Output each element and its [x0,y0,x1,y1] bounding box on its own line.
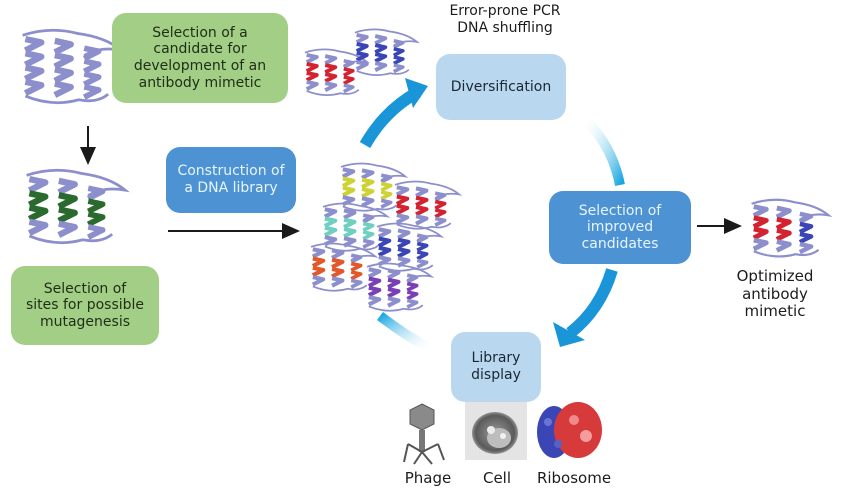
protein-mutagenesis-sites [26,168,130,245]
selection-box: Selection of improved candidates [549,191,691,264]
display-label-phage: Phage [404,469,452,487]
site-selection-box: Selection of sites for possible mutagene… [11,266,159,345]
protein-template [22,28,126,105]
ribosome-icon [537,402,602,458]
cycle-arrow-display-to-library [376,312,433,354]
candidate-selection-box: Selection of a candidate for development… [112,13,288,103]
diversification-text: Diversification [450,78,552,95]
site-selection-text: Selection of sites for possible mutagene… [25,280,145,330]
construction-text: Construction of a DNA library [177,163,285,196]
cycle-arrow-to-diversification [359,78,428,149]
display-label-cell: Cell [482,469,512,487]
selection-text: Selection of improved candidates [578,202,662,252]
protein-library-2 [394,180,463,230]
library-display-text: Library display [471,350,521,383]
cell-icon [465,402,527,460]
diversification-methods-label: Error-prone PCR DNA shuffling [449,3,561,36]
candidate-selection-text: Selection of a candidate for development… [133,24,267,91]
diversification-box: Diversification [436,54,566,120]
phage-icon [403,403,445,465]
protein-library-5 [310,242,379,292]
construction-box: Construction of a DNA library [166,147,296,213]
optimized-mimetic-label: Optimized antibody mimetic [736,267,814,321]
cycle-arrow-to-display [553,268,618,347]
library-display-box: Library display [451,332,541,402]
protein-optimized [751,198,833,258]
cycle-arrow-diversification-to-selection [581,116,625,187]
protein-diversified-1 [304,48,371,96]
protein-library-6 [366,262,435,312]
protein-diversified-2 [354,28,421,76]
display-label-ribosome: Ribosome [536,469,612,487]
